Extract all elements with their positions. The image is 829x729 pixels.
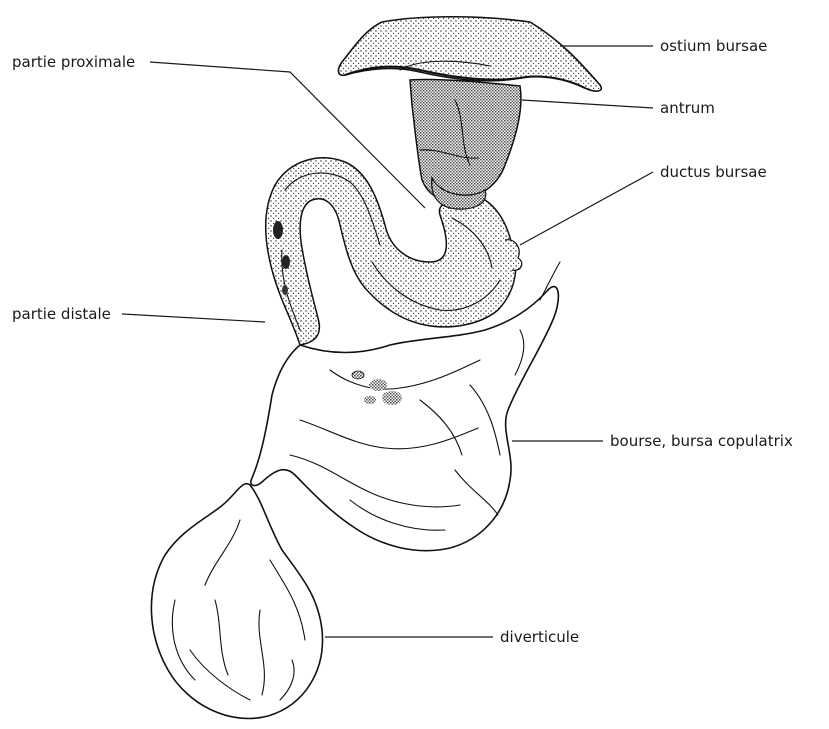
ostium-bursae-structure xyxy=(338,17,601,91)
leader-ductus-bursae xyxy=(520,172,653,245)
antrum-structure xyxy=(410,79,521,209)
leader-partie-distale xyxy=(122,314,265,322)
label-ostium-bursae: ostium bursae xyxy=(660,37,767,55)
label-antrum: antrum xyxy=(660,99,715,117)
label-ductus-bursae: ductus bursae xyxy=(660,163,767,181)
label-diverticule: diverticule xyxy=(500,628,579,646)
label-partie-distale: partie distale xyxy=(12,305,111,323)
label-bourse: bourse, bursa copulatrix xyxy=(610,432,793,450)
diverticule-structure xyxy=(151,484,322,719)
labels: ostium bursae antrum ductus bursae parti… xyxy=(12,37,793,646)
leader-antrum xyxy=(522,100,653,108)
label-partie-proximale: partie proximale xyxy=(12,53,135,71)
